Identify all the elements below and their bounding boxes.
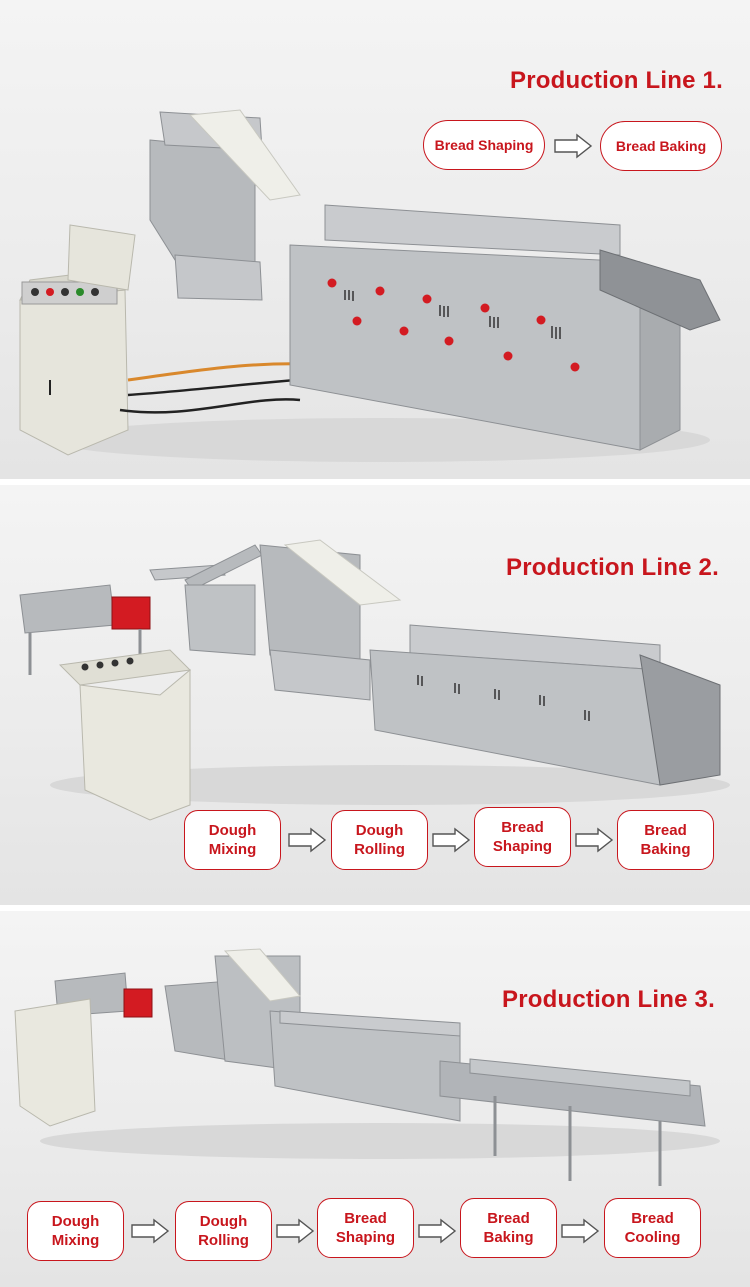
step-bread-shaping: Bread Shaping — [317, 1198, 414, 1258]
step-bread-shaping: Bread Shaping — [474, 807, 571, 867]
panel-divider — [0, 905, 750, 911]
step-dough-rolling: Dough Rolling — [175, 1201, 272, 1261]
panel-divider — [0, 479, 750, 485]
production-line-1-title: Production Line 1. — [510, 67, 723, 94]
production-line-3-title: Production Line 3. — [502, 986, 715, 1013]
production-line-2-title: Production Line 2. — [506, 554, 719, 581]
production-line-2-panel: Production Line 2. Dough Mixing Dough Ro… — [0, 485, 750, 905]
production-line-1-panel: Production Line 1. Bread Shaping Bread B… — [0, 0, 750, 479]
production-line-2-machine-photo — [19, 539, 730, 821]
step-dough-mixing: Dough Mixing — [27, 1201, 124, 1261]
arrow-right-icon — [276, 1218, 315, 1244]
step-dough-mixing: Dough Mixing — [184, 810, 281, 870]
step-bread-baking: Bread Baking — [460, 1198, 557, 1258]
arrow-right-icon — [575, 827, 614, 853]
arrow-right-icon — [554, 133, 593, 159]
arrow-right-icon — [561, 1218, 600, 1244]
production-line-3-machine-photo — [14, 948, 720, 1186]
step-bread-cooling: Bread Cooling — [604, 1198, 701, 1258]
arrow-right-icon — [131, 1218, 170, 1244]
step-bread-baking: Bread Baking — [600, 121, 722, 171]
arrow-right-icon — [418, 1218, 457, 1244]
production-line-3-panel: Production Line 3. Dough Mixing Dough Ro… — [0, 911, 750, 1287]
step-bread-shaping: Bread Shaping — [423, 120, 545, 170]
step-dough-rolling: Dough Rolling — [331, 810, 428, 870]
step-bread-baking: Bread Baking — [617, 810, 714, 870]
arrow-right-icon — [432, 827, 471, 853]
arrow-right-icon — [288, 827, 327, 853]
production-line-1-machine-photo — [19, 109, 721, 462]
